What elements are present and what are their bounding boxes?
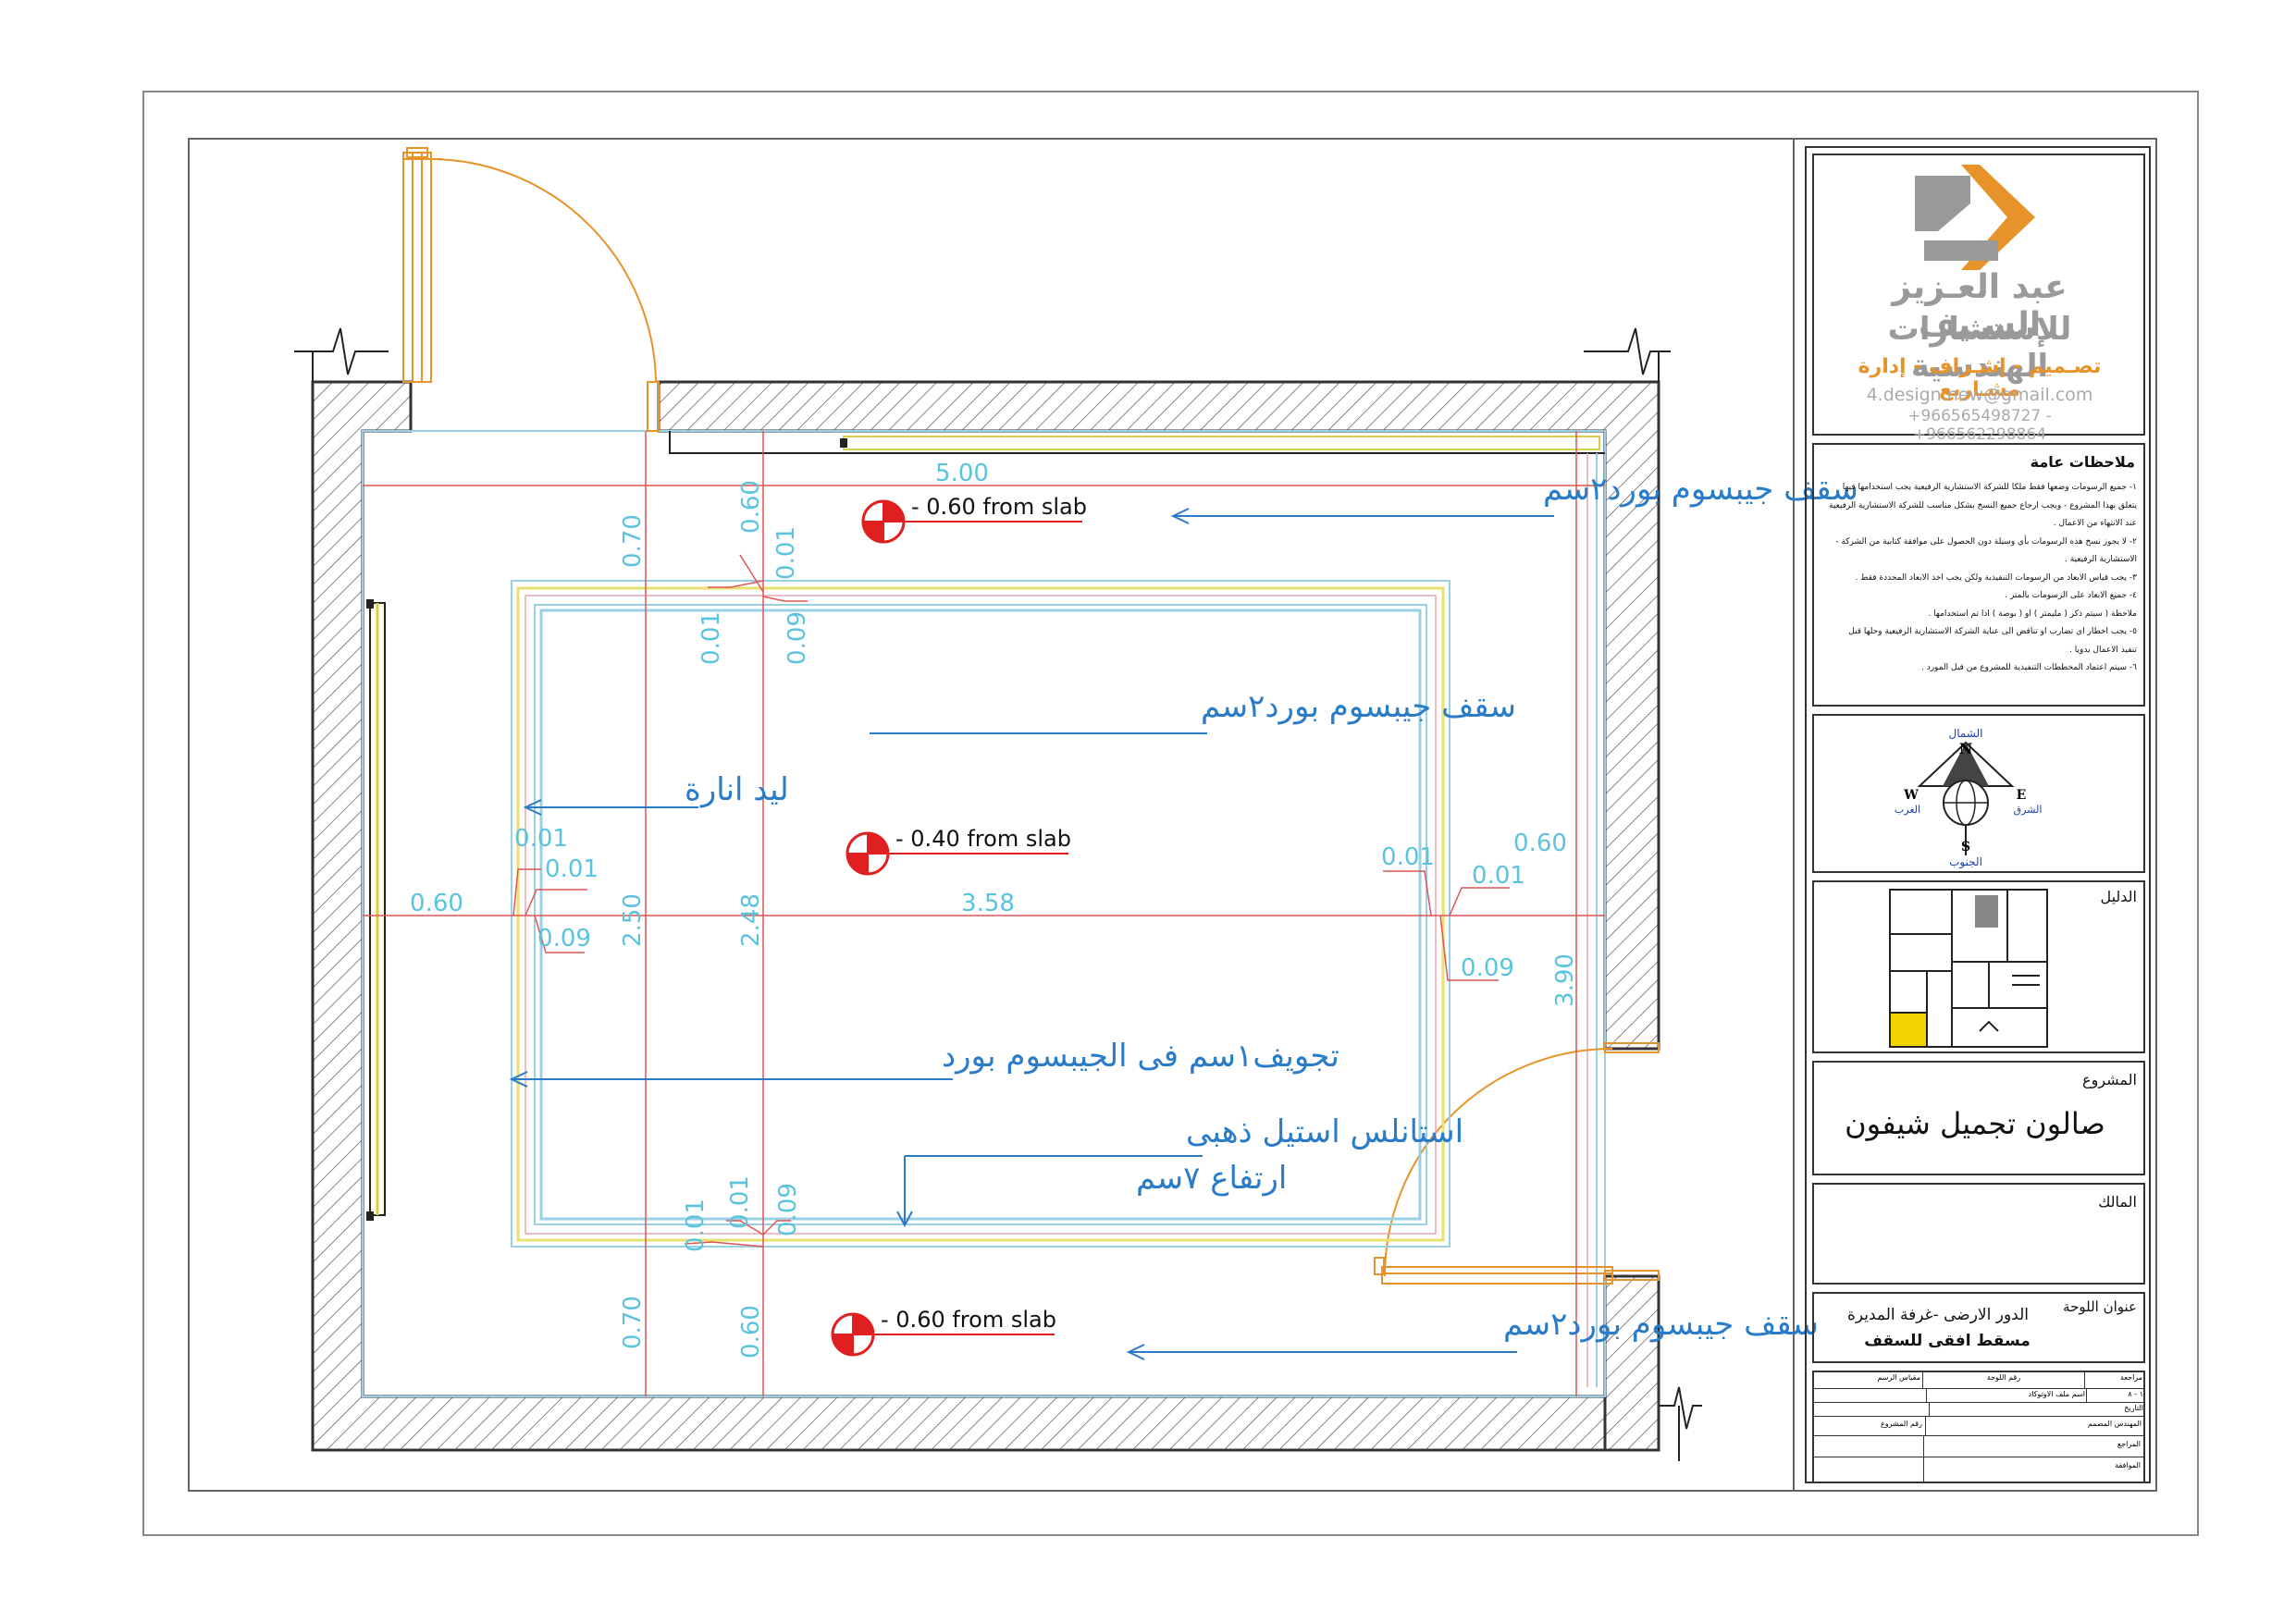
dim-panel-height: 2.50 <box>619 893 647 947</box>
dim-top-001b: 0.01 <box>697 611 725 665</box>
dimension-lines <box>363 431 1605 1396</box>
compass-north-ar: الشمال <box>1948 727 1982 740</box>
note-line: تنفيذ الاعمال يدويا . <box>2069 645 2137 655</box>
note-line: الاستشارية الرفيعية . <box>2064 555 2137 564</box>
sheet-title-1: الدور الارضى -غرفة المديرة <box>1846 1306 2029 1324</box>
note-line: ٢- لا يجوز نسخ هذه الرسومات بأي وسيلة دو… <box>1835 536 2137 547</box>
note-line: ٣- يجب قياس الابعاد من الرسومات التنفيذي… <box>1855 572 2137 583</box>
company-name-2: للإستشارات الهندسية <box>1887 311 2072 385</box>
file-label: اسم ملف الاوتوكاد <box>1926 1389 2086 1402</box>
compass-w: W <box>1903 788 1919 803</box>
note-line: ٥- يجب اخطار اي تضارب او تناقض الى عناية… <box>1848 627 2137 636</box>
left-light-strip <box>366 599 386 1221</box>
compass-west-ar: الغرب <box>1895 804 1920 816</box>
compass-south-ar: الجنوب <box>1949 855 1982 869</box>
owner-label: المالك <box>2098 1193 2137 1211</box>
company-name-1: عبد العـزيز السـيف <box>1892 268 2068 344</box>
key-plan-label: الدليل <box>2100 888 2137 905</box>
outer-border <box>142 91 2199 1536</box>
dim-right-009: 0.09 <box>1461 954 1514 982</box>
note-line: ٦- سيتم اعتماد المخططات التنفيذية للمشرو… <box>1920 663 2137 672</box>
sheet-title-2: مسقط افقى للسقف <box>1864 1332 2031 1350</box>
project-label: المشروع <box>2082 1071 2137 1088</box>
level-center-text: - 0.40 from slab <box>895 826 1071 852</box>
label-ceiling-bottom: سقف جيبسوم بورد٢سم <box>1503 1306 1819 1343</box>
label-stainless-1: استانلس استيل ذهبى <box>1186 1113 1463 1150</box>
key-plan <box>1889 889 2048 1048</box>
drawing-frame <box>188 138 2157 1492</box>
dim-right-001a: 0.01 <box>1381 843 1435 871</box>
label-stainless-2: ارتفاع ٧سم <box>1136 1160 1287 1197</box>
company-email: 4.design.new@gmail.com <box>1866 385 2093 405</box>
dim-top-width: 5.00 <box>935 460 989 487</box>
level-marker-top: - 0.60 from slab <box>861 494 1087 544</box>
note-line: ملاحظة ( سيتم ذكر ( مليمتر ) او ( بوصة )… <box>1928 609 2137 619</box>
approval-label: الموافقة <box>1923 1457 2144 1483</box>
note-line: ١- جميع الرسومات وضعها فقط ملكا للشركة ا… <box>1842 483 2137 492</box>
dim-bottom-001a: 0.01 <box>682 1199 710 1252</box>
dim-left-060: 0.60 <box>410 890 463 917</box>
compass-n: N <box>1959 740 1973 757</box>
dim-left-001b: 0.01 <box>545 855 599 883</box>
date-label: التاريخ <box>1929 1403 2144 1416</box>
central-ceiling-panel <box>511 580 1450 1248</box>
company-services: تصـميم - إشـراف - إدارة مشـاريع <box>1858 355 2102 401</box>
dim-left-top-060: 0.60 <box>737 480 765 534</box>
level-marker-center: - 0.40 from slab <box>846 826 1071 876</box>
dim-right-001b: 0.01 <box>1472 862 1525 890</box>
label-groove: تجويف١سم فى الجيبسوم بورد <box>942 1038 1339 1075</box>
label-leaders <box>509 508 1554 1360</box>
level-marker-bottom: - 0.60 from slab <box>831 1307 1056 1357</box>
title-block-frames <box>1805 146 2151 1483</box>
compass-s: S <box>1961 840 1970 855</box>
room-ceiling-outline <box>362 430 1606 1397</box>
dim-left-009: 0.09 <box>537 925 591 953</box>
dim-left-001a: 0.01 <box>514 825 568 853</box>
scale-label: مقياس الرسم <box>1877 1373 1920 1382</box>
rev-value: ١ - ٨ <box>2086 1389 2144 1402</box>
logo-text: 4D <box>1968 228 1983 241</box>
general-notes-title: ملاحظات عامة <box>2030 453 2135 471</box>
top-bulkhead <box>669 431 1605 1387</box>
level-bottom-text: - 0.60 from slab <box>881 1307 1056 1333</box>
project-no-label: رقم المشروع <box>1880 1420 1922 1428</box>
top-door <box>402 147 660 432</box>
checked-label: المراجع <box>1923 1436 2144 1457</box>
dim-bottom-009: 0.09 <box>774 1183 802 1236</box>
dim-bottom-060: 0.60 <box>737 1305 765 1359</box>
engineer-label: المهندس المصمم <box>1925 1417 2144 1435</box>
note-line: ٤- جميع الابعاد على الرسومات بالمتر . <box>2005 591 2137 600</box>
info-table: مراجعة رقم اللوحة مقياس الرسم ١ - ٨ اسم … <box>1813 1371 2144 1483</box>
note-line: عند الانتهاء من الاعمال . <box>2053 519 2137 528</box>
sheet-no-label: رقم اللوحة <box>1922 1371 2084 1388</box>
dim-bottom-001b: 0.01 <box>726 1175 754 1229</box>
company-logo: 4D <box>1915 165 2035 270</box>
dim-top-001a: 0.01 <box>772 526 800 580</box>
general-notes: ١- جميع الرسومات وضعها فقط ملكا للشركة ا… <box>1821 479 2137 678</box>
dim-left-top-070: 0.70 <box>619 514 647 568</box>
note-line: يتعلق بهذا المشروع - ويجب ارجاع جميع الن… <box>1829 500 2137 510</box>
label-ceiling-center: سقف جيبسوم بورد٢سم <box>1201 688 1516 725</box>
label-led: ليد انارة <box>685 771 789 808</box>
dim-top-009: 0.09 <box>784 611 811 665</box>
rev-label: مراجعة <box>2084 1371 2144 1388</box>
compass-e: E <box>2017 788 2027 803</box>
dim-inner-width: 3.58 <box>961 890 1015 917</box>
level-top-text: - 0.60 from slab <box>911 494 1087 520</box>
dim-bottom-070: 0.70 <box>619 1296 647 1349</box>
company-phones: +966565498727 - +966562298864 <box>1907 407 2052 444</box>
dim-right-060: 0.60 <box>1513 830 1567 857</box>
project-name: صالون تجميل شيفون <box>1845 1106 2105 1141</box>
sheet-title-label: عنوان اللوحة <box>2063 1298 2137 1315</box>
dim-room-height: 3.90 <box>1551 953 1579 1007</box>
dim-inner-height: 2.48 <box>737 893 765 947</box>
compass-east-ar: الشرق <box>2014 804 2043 816</box>
label-ceiling-top: سقف جيبسوم بورد٢سم <box>1543 471 1858 508</box>
north-compass: N S E W الشمال الجنوب الشرق الغرب <box>1895 727 2042 869</box>
